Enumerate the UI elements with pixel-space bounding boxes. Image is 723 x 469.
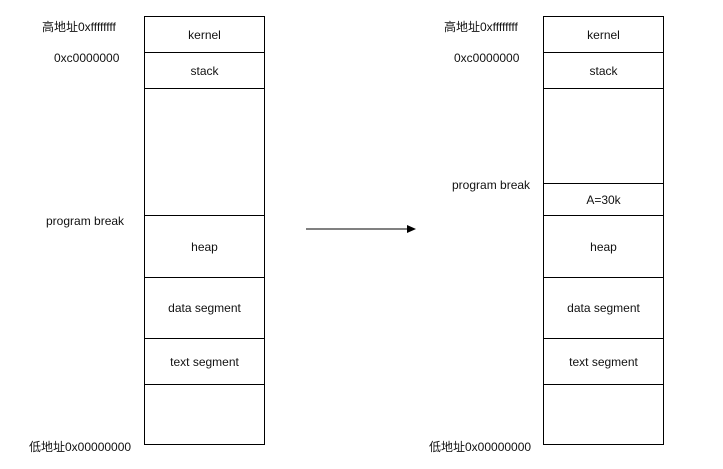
left-program-break-label: program break [46,214,125,228]
left-text-label: text segment [170,354,239,369]
left-heap-label: heap [191,239,218,254]
left-kernel-segment: kernel [145,17,264,53]
right-allocated-label: A=30k [586,192,621,207]
left-stack-segment: stack [145,53,264,89]
right-program-break-label: program break [452,178,531,192]
left-free-segment [145,89,264,216]
right-text-label: text segment [569,354,638,369]
right-stack-address-label: 0xc0000000 [454,51,520,65]
right-heap-label: heap [590,239,617,254]
right-arrow-icon [306,225,416,233]
right-free-segment [544,89,663,184]
left-data-segment: data segment [145,278,264,339]
right-data-label: data segment [567,301,640,315]
left-high-address-label: 高地址0xffffffff [42,20,116,34]
right-text-segment: text segment [544,339,663,385]
left-bottom-segment [145,385,264,444]
left-heap-segment: heap [145,216,264,278]
right-high-address-label: 高地址0xffffffff [444,20,518,34]
left-stack-address-label: 0xc0000000 [54,51,120,65]
right-stack-label: stack [589,63,618,78]
left-stack-label: stack [190,63,219,78]
right-heap-segment: heap [544,216,663,278]
left-kernel-label: kernel [188,27,221,42]
right-stack-segment: stack [544,53,663,89]
right-low-address-label: 低地址0x00000000 [429,440,532,454]
right-kernel-label: kernel [587,27,620,42]
left-text-segment: text segment [145,339,264,385]
right-memory-layout: kernel stack A=30k heap data segment tex… [543,16,664,445]
left-data-label: data segment [168,301,241,315]
right-bottom-segment [544,385,663,444]
right-allocated-segment: A=30k [544,184,663,216]
left-memory-layout: kernel stack heap data segment text segm… [144,16,265,445]
left-low-address-label: 低地址0x00000000 [29,440,132,454]
right-kernel-segment: kernel [544,17,663,53]
right-data-segment: data segment [544,278,663,339]
